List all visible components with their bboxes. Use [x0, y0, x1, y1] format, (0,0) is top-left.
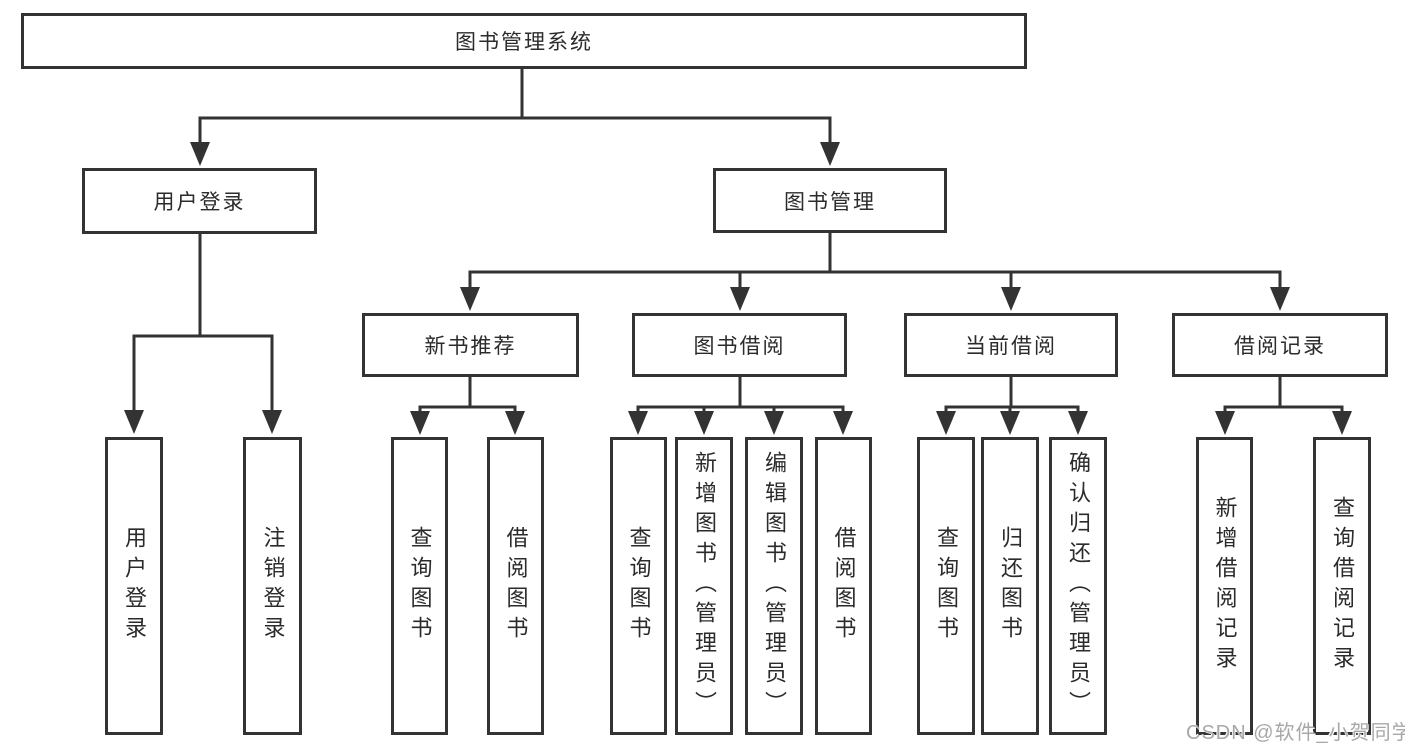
leaf-query-books-recommend: 查询图书 [391, 437, 448, 735]
node-root: 图书管理系统 [21, 13, 1027, 69]
leaf-query-books-borrow: 查询图书 [610, 437, 667, 735]
leaf-logout: 注销登录 [243, 437, 302, 735]
node-root-label: 图书管理系统 [455, 31, 593, 54]
csdn-watermark: CSDN @软件_小贺同学 [1186, 722, 1405, 744]
node-book-management: 图书管理 [713, 168, 947, 233]
node-borrow-records-label: 借阅记录 [1234, 335, 1326, 358]
node-new-book-recommend: 新书推荐 [362, 313, 579, 377]
node-book-management-label: 图书管理 [784, 190, 876, 214]
leaf-query-borrow-record: 查询借阅记录 [1313, 437, 1371, 735]
leaf-edit-book-admin: 编辑图书（管理员） [745, 437, 803, 735]
node-borrow-records: 借阅记录 [1172, 313, 1388, 377]
node-current-borrow: 当前借阅 [904, 313, 1118, 377]
leaf-user-login: 用户登录 [105, 437, 163, 735]
leaf-return-books: 归还图书 [981, 437, 1039, 735]
node-user-login: 用户登录 [82, 168, 317, 234]
leaf-add-borrow-record: 新增借阅记录 [1196, 437, 1253, 735]
node-current-borrow-label: 当前借阅 [965, 335, 1057, 358]
leaf-confirm-return-admin: 确认归还（管理员） [1049, 437, 1107, 735]
node-book-borrow-label: 图书借阅 [693, 335, 786, 358]
node-new-book-recommend-label: 新书推荐 [424, 335, 517, 358]
leaf-query-books-current: 查询图书 [917, 437, 975, 735]
leaf-borrow-books-2: 借阅图书 [815, 437, 872, 735]
node-book-borrow: 图书借阅 [632, 313, 847, 377]
node-user-login-label: 用户登录 [153, 191, 246, 214]
leaf-borrow-books-recommend: 借阅图书 [487, 437, 544, 735]
leaf-add-book-admin: 新增图书（管理员） [675, 437, 733, 735]
